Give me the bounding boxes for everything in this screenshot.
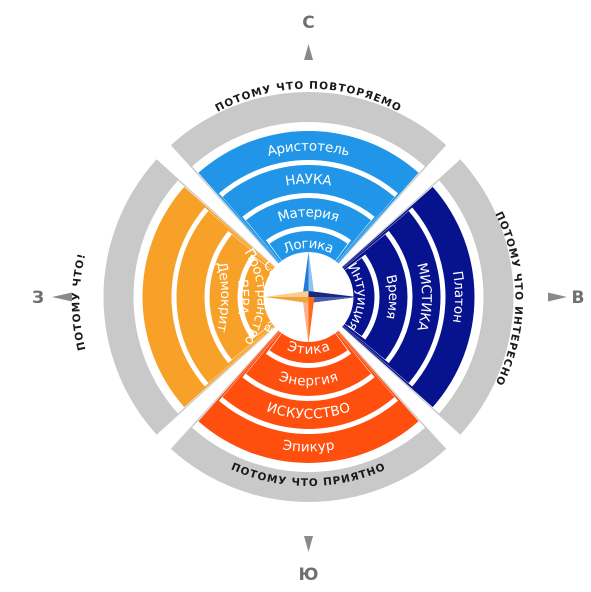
east-ring-label-2: МИСТИКА	[413, 261, 434, 333]
direction-north: С	[302, 13, 315, 60]
south-ring-label-2: ИСКУССТВО	[265, 399, 353, 422]
direction-east-label: В	[572, 288, 585, 308]
direction-north-label: С	[302, 13, 314, 33]
west-ring-label-1: Демокрит	[213, 260, 233, 334]
south-ring-label-4: Этика	[285, 338, 332, 358]
direction-south-arrow	[304, 536, 313, 552]
direction-east-arrow	[548, 292, 567, 302]
north-ring-label-1: Аристотель	[266, 138, 352, 159]
west-ring-label-2: ВЕРА	[234, 279, 251, 317]
south-ring-label-1: Эпикур	[282, 437, 336, 455]
north-ring-label-2: НАУКА	[284, 171, 334, 189]
outer-label-west: ПОТОМУ ЧТО!	[70, 252, 88, 352]
direction-west-label: З	[32, 288, 44, 308]
north-ring-label-3: Материя	[276, 204, 341, 225]
direction-south-label: Ю	[299, 565, 319, 585]
compass-rose-icon	[263, 252, 357, 343]
south-ring-label-3: Энергия	[277, 369, 340, 390]
direction-south: Ю	[299, 536, 319, 585]
direction-north-arrow	[304, 44, 313, 60]
east-ring-label-3: Время	[382, 273, 401, 320]
direction-east: В	[548, 288, 584, 308]
direction-west: З	[32, 288, 72, 308]
north-ring-label-4: Логика	[281, 236, 336, 257]
direction-west-arrow	[52, 292, 72, 302]
east-ring-label-1: Платон	[449, 270, 467, 324]
